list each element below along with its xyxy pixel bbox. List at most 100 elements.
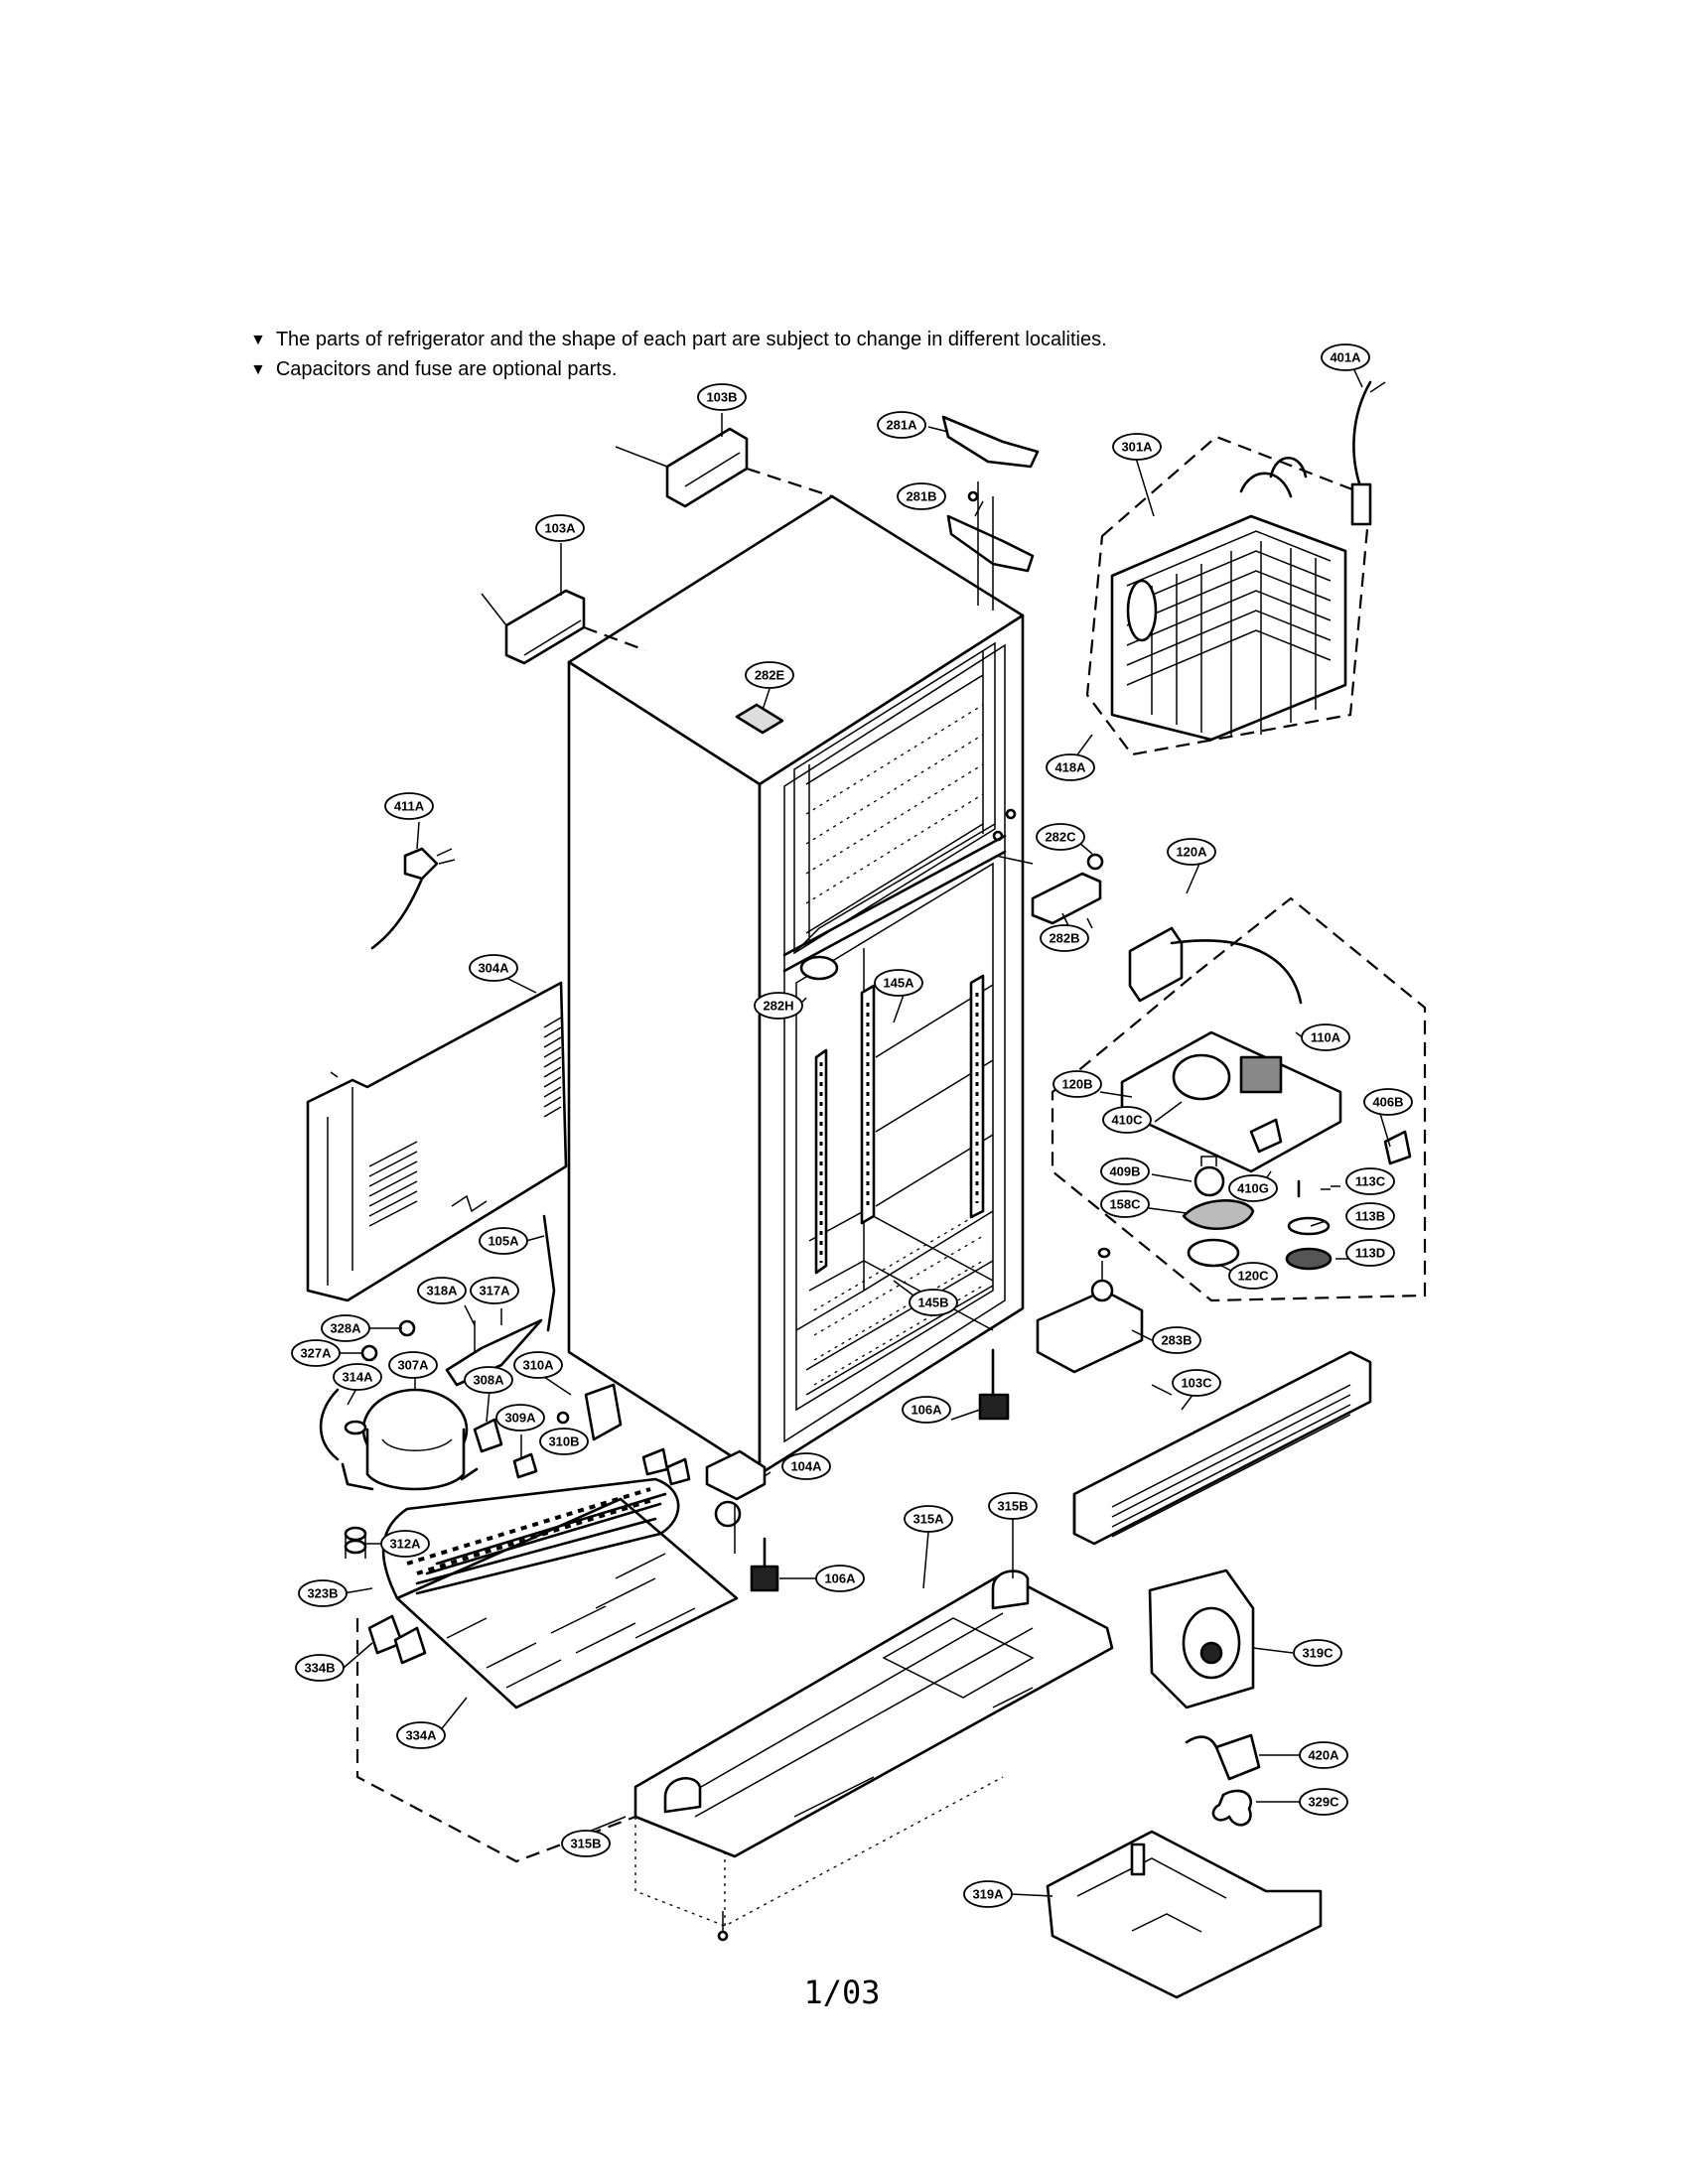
- callout-418A: 418A: [1046, 753, 1095, 781]
- callout-label: 106A: [911, 1403, 942, 1418]
- callout-329C: 329C: [1299, 1788, 1348, 1816]
- callout-282H: 282H: [754, 992, 803, 1020]
- callout-281B: 281B: [897, 482, 946, 510]
- callout-411A: 411A: [384, 792, 434, 820]
- callout-label: 327A: [300, 1346, 332, 1361]
- vent-slots: [368, 1017, 562, 1227]
- drain-pan-bracket: [360, 1318, 543, 1387]
- callout-120B: 120B: [1052, 1070, 1102, 1098]
- callout-420A: 420A: [1299, 1741, 1348, 1769]
- front-grille: [1072, 1350, 1372, 1546]
- callout-307A: 307A: [388, 1351, 438, 1379]
- callout-label: 315B: [570, 1837, 601, 1851]
- callout-label: 110A: [1311, 1030, 1341, 1045]
- callout-label: 103B: [706, 390, 737, 405]
- callout-103B-1: 103B: [697, 383, 747, 411]
- callout-label: 310A: [522, 1358, 554, 1373]
- callout-label: 301A: [1121, 440, 1153, 455]
- callout-label: 105A: [488, 1234, 519, 1249]
- callout-label: 420A: [1308, 1748, 1339, 1763]
- callout-282C: 282C: [1036, 823, 1085, 851]
- callout-label: 282C: [1045, 830, 1076, 845]
- callout-120A: 120A: [1167, 838, 1216, 866]
- callout-310A: 310A: [513, 1351, 563, 1379]
- callout-label: 319A: [972, 1887, 1004, 1902]
- callout-328A: 328A: [321, 1314, 370, 1342]
- evaporator-assembly: [1085, 380, 1386, 756]
- callout-label: 315B: [997, 1499, 1028, 1514]
- callout-label: 409B: [1109, 1164, 1140, 1179]
- callout-319C: 319C: [1293, 1639, 1342, 1667]
- callout-label: 328A: [330, 1321, 361, 1336]
- lower-hinge: [1036, 1247, 1173, 1396]
- callout-label: 308A: [473, 1373, 504, 1388]
- callout-282B: 282B: [1040, 924, 1089, 952]
- callout-113C: 113C: [1345, 1167, 1395, 1195]
- callout-120C: 120C: [1228, 1262, 1278, 1290]
- callout-label: 103A: [544, 521, 576, 536]
- refrigerator-cabinet: [567, 494, 1104, 1476]
- callout-label: 312A: [389, 1537, 421, 1552]
- callout-label: 281A: [886, 418, 917, 433]
- callout-319A: 319A: [963, 1880, 1013, 1908]
- callout-label: 406B: [1372, 1095, 1403, 1110]
- callout-label: 120B: [1061, 1077, 1092, 1092]
- callout-label: 307A: [397, 1358, 429, 1373]
- callout-label: 310B: [548, 1434, 579, 1449]
- note-text: Capacitors and fuse are optional parts.: [275, 358, 618, 380]
- page-number: 1/03: [803, 1974, 881, 2011]
- callout-label: 315A: [912, 1512, 944, 1527]
- callout-310B: 310B: [539, 1428, 589, 1455]
- triangle-bullet-icon: ▼: [250, 332, 266, 348]
- callout-282E: 282E: [745, 661, 794, 689]
- callout-312A: 312A: [380, 1530, 430, 1558]
- callout-409B: 409B: [1100, 1158, 1150, 1185]
- relay-overload: [473, 1383, 691, 1486]
- callout-label: 418A: [1054, 760, 1086, 775]
- callout-113B: 113B: [1345, 1202, 1395, 1230]
- callout-label: 309A: [504, 1411, 536, 1426]
- callout-label: 329C: [1308, 1795, 1339, 1810]
- roller-and-leveler: [705, 1348, 1010, 1592]
- callout-label: 113B: [1355, 1209, 1385, 1224]
- callout-315A: 315A: [904, 1505, 953, 1533]
- callout-315B-1: 315B: [988, 1492, 1038, 1520]
- condenser-fan-assembly: [1046, 1569, 1323, 1999]
- drain-tube: [542, 1214, 556, 1332]
- note-optional-parts: ▼Capacitors and fuse are optional parts.: [250, 357, 617, 382]
- callout-327A: 327A: [291, 1339, 341, 1367]
- callout-label: 283B: [1161, 1333, 1192, 1348]
- callout-label: 282H: [763, 999, 793, 1014]
- callout-label: 158C: [1109, 1197, 1141, 1212]
- callout-label: 281B: [906, 489, 936, 504]
- callout-label: 145A: [883, 976, 914, 991]
- callout-label: 317A: [479, 1284, 510, 1298]
- callout-410C: 410C: [1102, 1106, 1152, 1134]
- callout-label: 145B: [917, 1296, 948, 1310]
- callout-label: 410C: [1111, 1113, 1143, 1128]
- callout-145A: 145A: [874, 969, 923, 997]
- callout-label: 318A: [426, 1284, 458, 1298]
- callout-106A-2: 106A: [815, 1565, 865, 1592]
- callout-label: 334A: [405, 1728, 437, 1743]
- callout-label: 282E: [755, 668, 785, 683]
- callout-113D: 113D: [1345, 1239, 1395, 1267]
- callout-104A: 104A: [781, 1452, 831, 1480]
- leader-lines: [338, 356, 1391, 1897]
- note-text: The parts of refrigerator and the shape …: [275, 329, 1107, 350]
- callout-label: 113C: [1355, 1174, 1386, 1189]
- callout-314A: 314A: [333, 1363, 382, 1391]
- callout-label: 282B: [1049, 931, 1079, 946]
- rear-cover: [306, 981, 568, 1302]
- callout-301A: 301A: [1112, 433, 1162, 461]
- callout-103C: 103C: [1172, 1369, 1221, 1397]
- note-parts-vary: ▼ The parts of refrigerator and the shape…: [250, 328, 1107, 352]
- callout-334A: 334A: [396, 1721, 446, 1749]
- callout-label: 319C: [1302, 1646, 1333, 1661]
- callout-318A: 318A: [417, 1277, 467, 1304]
- callout-110A: 110A: [1301, 1024, 1350, 1051]
- callout-145B: 145B: [909, 1289, 958, 1316]
- callout-label: 120C: [1237, 1269, 1269, 1284]
